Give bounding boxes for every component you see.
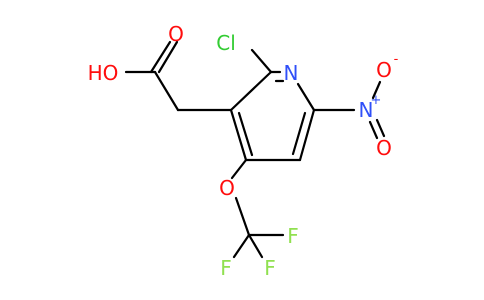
atom-n-nitro: N — [359, 98, 374, 122]
atom-o-carbonyl: O — [168, 22, 184, 46]
bond-c4-o — [230, 158, 248, 180]
bond-c-f-bottom — [247, 233, 264, 259]
bond-c2-cl — [250, 48, 273, 74]
atom-labels: Cl N N + O - O O HO O F F F — [88, 22, 399, 280]
bond-c-o-double-2 — [157, 40, 179, 74]
bond-c6-n1 — [296, 82, 316, 112]
bond-c2-c3 — [229, 70, 273, 112]
bond-o-cf3 — [234, 196, 251, 237]
bond-c5-c6-inner — [291, 111, 307, 156]
bond-c-f-left — [232, 233, 251, 259]
atom-f-bottom: F — [264, 256, 276, 280]
bond-c3-c4 — [229, 108, 248, 162]
atom-n-ring: N — [284, 61, 299, 85]
atom-o-nitro-top: O — [376, 58, 392, 82]
bond-c5-c6 — [298, 108, 316, 162]
bond-ch2-cooh — [153, 70, 180, 112]
atom-oh: HO — [88, 61, 119, 85]
bond-n-o-bottom-1 — [368, 120, 379, 140]
bond-c3-c4-inner — [237, 111, 254, 157]
pyridine-ring — [229, 70, 316, 162]
bond-n-o-bottom-2 — [375, 118, 386, 138]
atom-o-nitro-bottom: O — [376, 136, 392, 160]
atom-f-left: F — [220, 256, 232, 280]
atom-cl: Cl — [216, 31, 236, 55]
substituent-bonds — [124, 40, 386, 259]
bond-c-o-double-1 — [149, 40, 172, 74]
atom-f-right: F — [287, 224, 299, 248]
charge-o-minus: - — [394, 52, 399, 67]
atom-o-ether: O — [219, 176, 235, 200]
charge-n-plus: + — [371, 93, 382, 108]
bond-n-o-top — [371, 80, 382, 100]
